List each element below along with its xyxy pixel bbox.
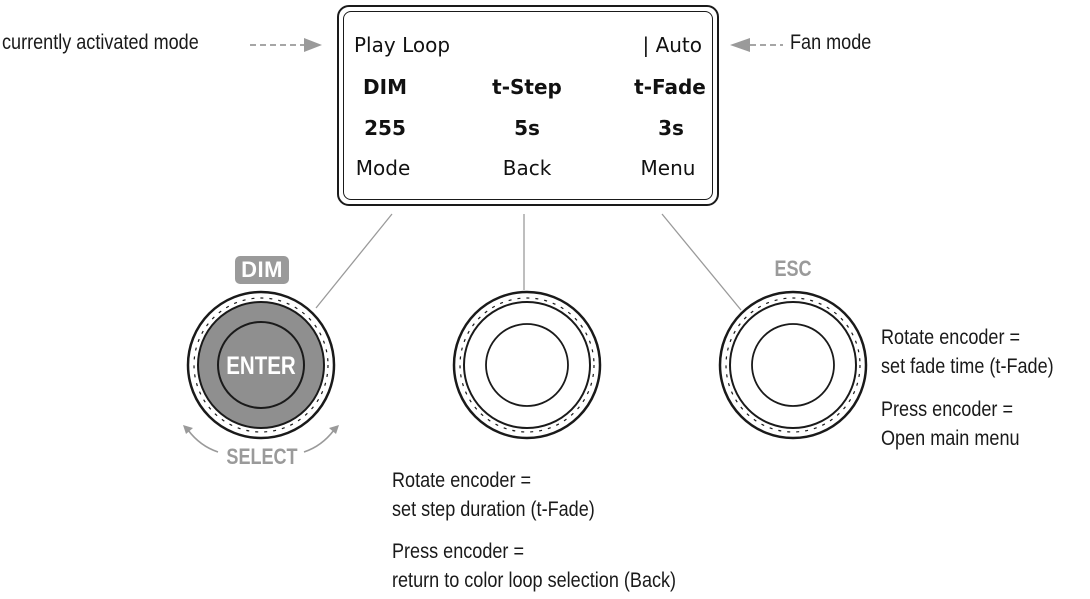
display-fan-mode: | Auto [642,33,702,57]
right-press-line-1: Press encoder = [881,398,1014,421]
select-label: SELECT [226,444,298,469]
encoder-center-knob[interactable] [452,290,602,440]
callout-arrow-left [250,38,322,52]
display-softkey-menu: Menu [640,156,696,180]
callout-arrow-right [730,38,783,52]
center-encoder-rotate-note: Rotate encoder = set step duration (t-Fa… [392,466,595,524]
callout-active-mode: currently activated mode [2,31,199,54]
display-value-tstep: 5s [514,116,540,140]
enter-label: ENTER [226,352,296,380]
right-rotate-line-2: set fade time (t-Fade) [881,355,1054,378]
encoder-enter-knob[interactable] [186,290,336,440]
leader-line-left [315,213,393,309]
dim-badge: DIM [235,256,289,284]
right-encoder-press-note: Press encoder = Open main menu [881,395,1020,453]
right-encoder-rotate-note: Rotate encoder = set fade time (t-Fade) [881,323,1054,381]
display-param-tfade: t-Fade [634,75,706,99]
display-active-mode: Play Loop [354,33,451,57]
rotation-arrows-icon [183,425,339,453]
center-rotate-line-2: set step duration (t-Fade) [392,498,595,521]
display-softkey-back: Back [502,156,552,180]
right-press-line-2: Open main menu [881,427,1020,450]
lcd-display-bezel [343,11,713,200]
encoder-esc-knob[interactable] [718,290,868,440]
center-press-line-1: Press encoder = [392,540,525,563]
display-value-dim: 255 [364,116,406,140]
display-softkey-mode: Mode [355,156,411,180]
leader-line-right [661,213,742,311]
center-encoder-press-note: Press encoder = return to color loop sel… [392,537,676,595]
lcd-display [337,5,719,206]
center-press-line-2: return to color loop selection (Back) [392,569,677,592]
display-value-tfade: 3s [658,116,684,140]
right-rotate-line-1: Rotate encoder = [881,326,1021,349]
center-rotate-line-1: Rotate encoder = [392,469,532,492]
display-param-tstep: t-Step [492,75,562,99]
display-param-dim: DIM [363,75,407,99]
callout-fan-mode: Fan mode [790,31,872,54]
esc-label: ESC [774,256,812,281]
